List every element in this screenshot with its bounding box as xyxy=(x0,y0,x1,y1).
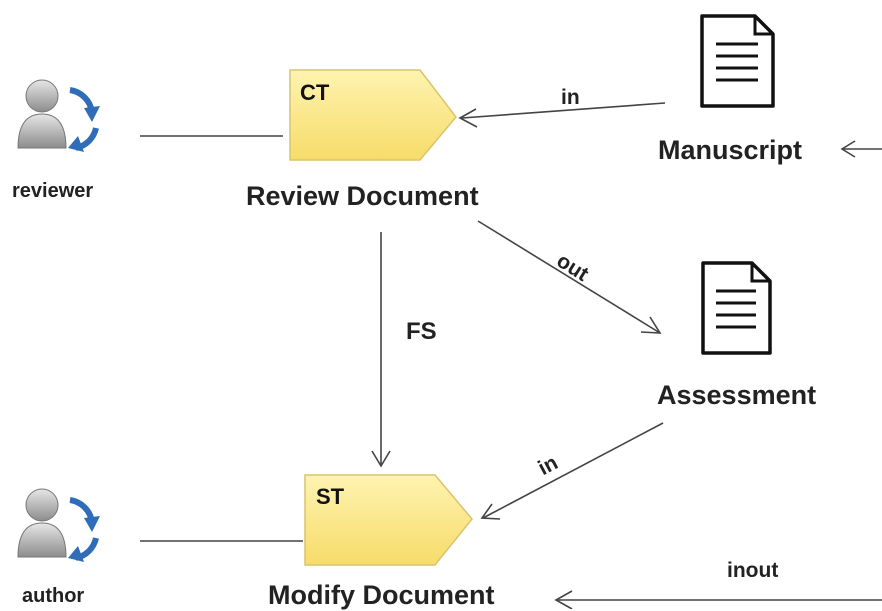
author-icon xyxy=(17,488,100,562)
author-label: author xyxy=(22,585,85,607)
fs-dependency-arrow xyxy=(371,232,391,468)
inout-label: inout xyxy=(727,559,779,582)
review-task-tag: CT xyxy=(300,80,330,105)
review-task-label: Review Document xyxy=(246,181,479,211)
modify-task-shape[interactable] xyxy=(304,474,473,566)
modify-task-label: Modify Document xyxy=(268,580,495,610)
modify-task-tag: ST xyxy=(316,484,345,509)
review-task-shape[interactable] xyxy=(289,69,457,161)
manuscript-incoming-arrow xyxy=(840,140,882,158)
fs-dependency-label: FS xyxy=(406,318,437,345)
review-out-arrow xyxy=(477,220,662,334)
manuscript-document-icon xyxy=(700,14,775,108)
assessment-document-icon xyxy=(701,261,772,355)
assessment-label: Assessment xyxy=(657,380,817,410)
reviewer-label: reviewer xyxy=(12,180,94,202)
manuscript-label: Manuscript xyxy=(658,135,803,165)
manuscript-in-arrow xyxy=(458,102,666,128)
reviewer-icon xyxy=(17,79,100,152)
assessment-in-arrow xyxy=(480,422,664,520)
manuscript-in-label: in xyxy=(561,86,580,109)
inout-arrow xyxy=(554,590,882,609)
